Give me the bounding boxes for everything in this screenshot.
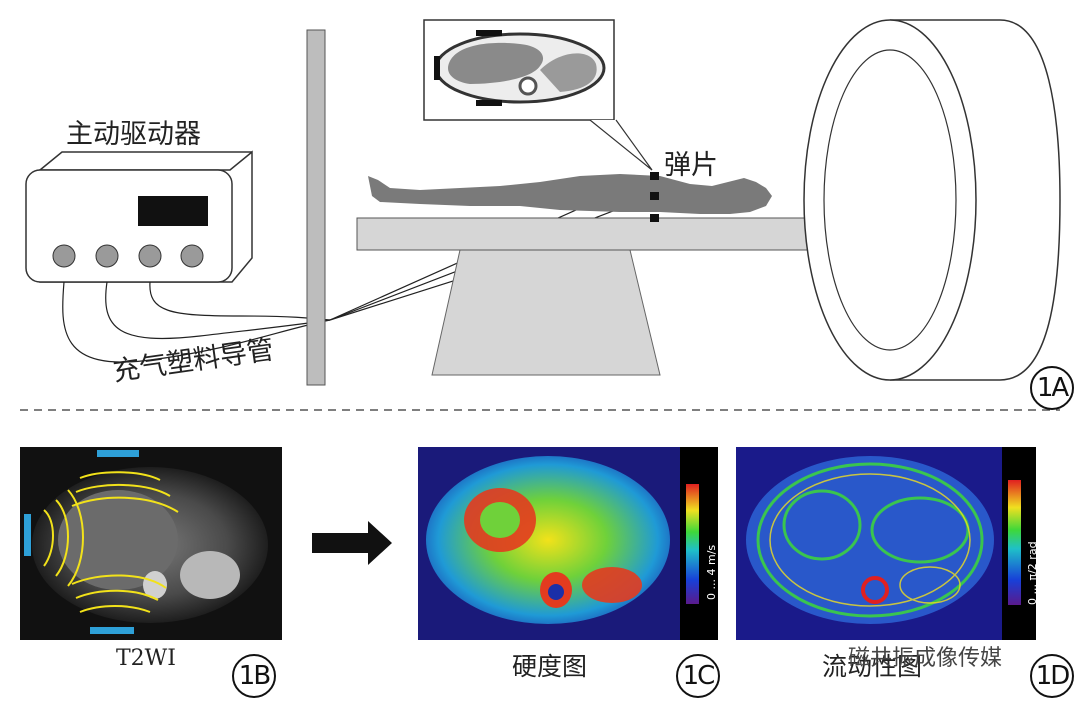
driver-label: 主动驱动器 xyxy=(66,119,201,150)
stiffness-scale-label: 0 ... 4 m/s xyxy=(705,544,718,600)
paddle-top xyxy=(97,450,139,457)
axial-inset xyxy=(423,19,653,171)
t2wi-label: T2WI xyxy=(116,646,176,671)
display-screen xyxy=(138,196,208,226)
paddle-marker xyxy=(650,192,659,200)
panel-tag-a: 1A xyxy=(1030,366,1074,410)
panel-b xyxy=(20,447,392,640)
knob xyxy=(52,244,76,268)
active-driver xyxy=(25,150,253,283)
stiffness-label: 硬度图 xyxy=(512,652,588,681)
shear-waves xyxy=(43,471,179,613)
paddle-bottom xyxy=(90,627,134,634)
colorbar xyxy=(686,484,699,604)
panel-a xyxy=(20,19,1061,411)
fluidity-label: 流动性图 xyxy=(822,652,923,681)
panel-c xyxy=(418,447,718,640)
shield-wall xyxy=(306,29,326,386)
paddle-marker xyxy=(650,214,659,222)
paddle-left xyxy=(24,514,31,556)
panel-tag-d: 1D xyxy=(1030,654,1074,698)
colorbar xyxy=(1008,480,1021,605)
watermark: 磁共振成像传媒 xyxy=(848,646,1003,671)
mri-scanner xyxy=(803,19,1061,381)
arrow-right xyxy=(312,521,392,565)
knob xyxy=(95,244,119,268)
paddle-marker xyxy=(650,172,659,180)
panel-d xyxy=(736,447,1036,640)
knob xyxy=(180,244,204,268)
panel-tag-c: 1C xyxy=(676,654,720,698)
patient-table xyxy=(356,217,858,376)
fluidity-scale-label: 0 ... π/2 rad xyxy=(1026,541,1039,605)
paddle-label: 弹片 xyxy=(664,150,718,181)
patient-silhouette xyxy=(368,174,772,214)
knob xyxy=(138,244,162,268)
panel-tag-b: 1B xyxy=(232,654,276,698)
